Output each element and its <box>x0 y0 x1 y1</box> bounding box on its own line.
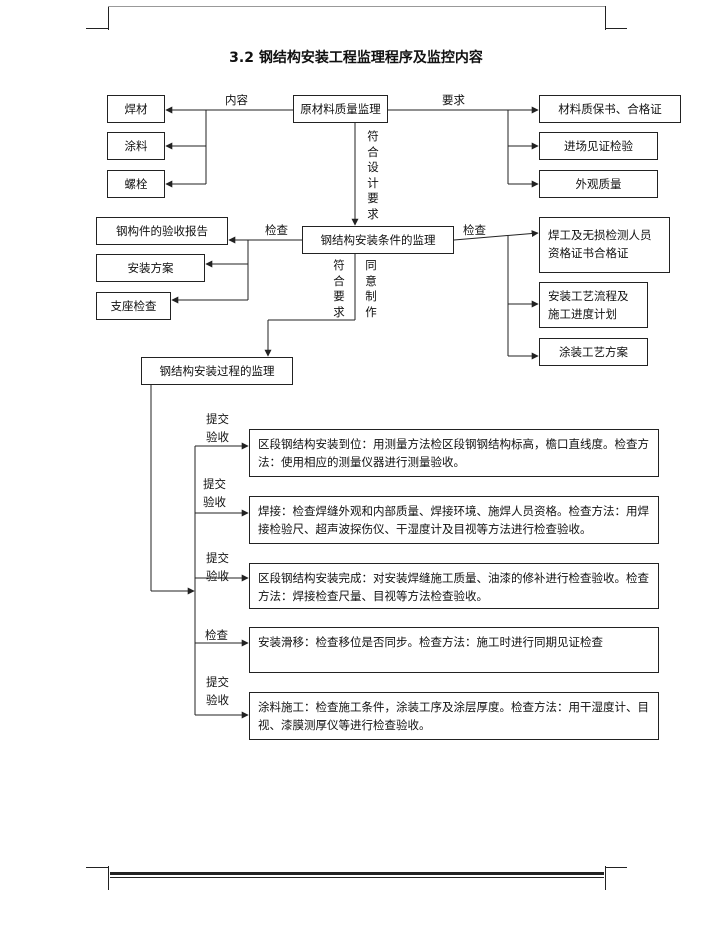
corner-mark <box>108 866 109 890</box>
step-2-box: 焊接：检查焊缝外观和内部质量、焊接环境、施焊人员资格。检查方法：用焊接检验尺、超… <box>249 496 659 544</box>
raw-material-box: 原材料质量监理 <box>293 95 388 123</box>
left-item-acceptance-report: 钢构件的验收报告 <box>96 217 228 245</box>
corner-mark <box>605 866 606 890</box>
conditions-box: 钢结构安装条件的监理 <box>302 226 454 254</box>
step-3-box: 区段钢结构安装完成：对安装焊缝施工质量、油漆的修补进行检查验收。检查方法：焊接检… <box>249 563 659 609</box>
left-item-welding-material: 焊材 <box>107 95 165 123</box>
left-check-label: 检查 <box>265 223 288 237</box>
right-item-welder-cert: 焊工及无损检测人员资格证书合格证 <box>539 217 670 273</box>
step-2-tag: 提交验收 <box>203 477 226 509</box>
step-4-box: 安装滑移：检查移位是否同步。检查方法：施工时进行同期见证检查 <box>249 627 659 673</box>
right-item-entry-inspection: 进场见证检验 <box>539 132 658 160</box>
step-3-tag: 提交验收 <box>206 551 229 583</box>
right-check-label: 检查 <box>463 223 486 237</box>
corner-mark <box>605 28 627 29</box>
corner-mark <box>605 6 606 30</box>
corner-mark <box>108 6 109 30</box>
corner-mark <box>86 28 108 29</box>
down-label-approve: 同意制作 <box>365 258 377 319</box>
left-item-bolt: 螺栓 <box>107 170 165 198</box>
footer-rule-thin <box>110 877 604 878</box>
step-5-box: 涂料施工：检查施工条件，涂装工序及涂层厚度。检查方法：用干湿度计、目视、漆膜测厚… <box>249 692 659 740</box>
step-4-tag: 检查 <box>205 628 228 642</box>
step-1-tag: 提交验收 <box>206 412 229 444</box>
process-box: 钢结构安装过程的监理 <box>141 357 293 385</box>
down-label-design: 符合设 计要求 <box>367 129 379 221</box>
page-title: 3.2 钢结构安装工程监理程序及监控内容 <box>229 50 483 66</box>
down-label-conform: 符合要求 <box>333 258 345 319</box>
require-label: 要求 <box>442 93 465 107</box>
right-item-certificate: 材料质保书、合格证 <box>539 95 681 123</box>
corner-mark <box>86 867 108 868</box>
left-item-paint: 涂料 <box>107 132 165 160</box>
left-item-support-check: 支座检查 <box>96 292 171 320</box>
content-label: 内容 <box>225 93 248 107</box>
header-rule <box>108 6 606 7</box>
right-item-process-schedule: 安装工艺流程及施工进度计划 <box>539 282 648 328</box>
footer-rule-thick <box>110 872 604 875</box>
step-5-tag: 提交验收 <box>206 675 229 707</box>
left-item-install-plan: 安装方案 <box>96 254 205 282</box>
right-item-painting-plan: 涂装工艺方案 <box>539 338 648 366</box>
right-item-appearance: 外观质量 <box>539 170 658 198</box>
step-1-box: 区段钢结构安装到位：用测量方法检区段钢钢结构标高，檐口直线度。检查方法：使用相应… <box>249 429 659 477</box>
corner-mark <box>605 867 627 868</box>
